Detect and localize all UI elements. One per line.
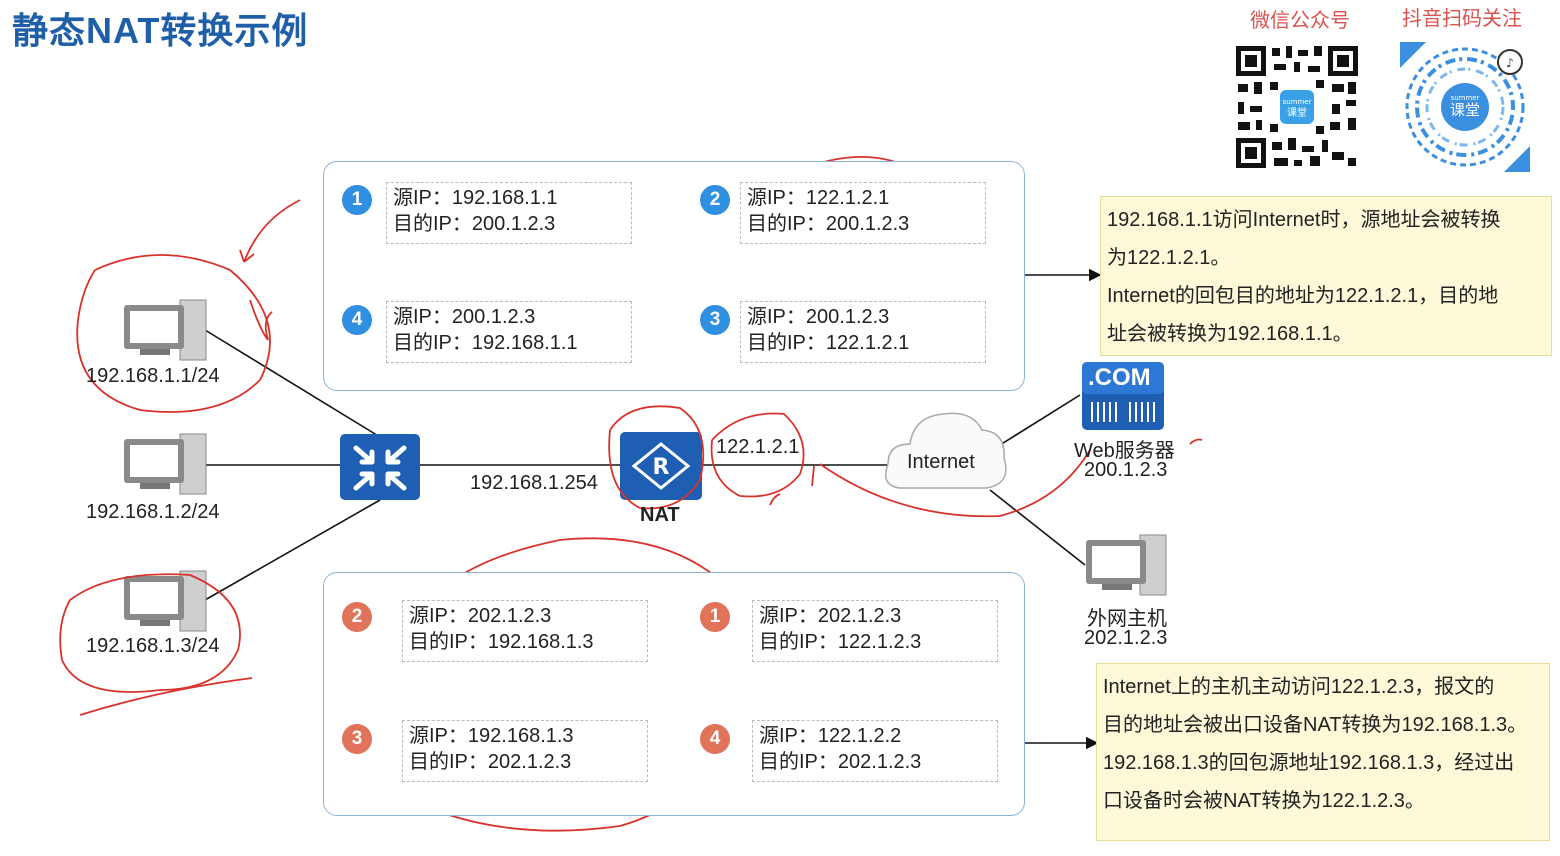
internet-label: Internet [907, 451, 975, 473]
top-explanation-note: 192.168.1.1访问Internet时，源地址会被转换 为122.1.2.… [1100, 196, 1552, 356]
pc1-ip-label: 192.168.1.1/24 [86, 365, 220, 387]
nat-public-ip-label: 122.1.2.1 [716, 436, 800, 458]
packet-dst: 目的IP：202.1.2.3 [409, 751, 572, 773]
wechat-label: 微信公众号 [1250, 10, 1350, 32]
packet-src: 源IP：200.1.2.3 [747, 306, 890, 328]
external-host-icon [1086, 534, 1167, 596]
nat-router-icon: R [620, 432, 702, 500]
svg-text:♪: ♪ [1506, 56, 1514, 70]
step-badge: 1 [342, 185, 372, 215]
switch-icon [340, 434, 420, 500]
packet-box: 源IP：202.1.2.3 目的IP：192.168.1.3 [402, 600, 648, 662]
douyin-logo-main: 课堂 [1450, 101, 1480, 119]
packet-src: 源IP：202.1.2.3 [409, 605, 552, 627]
step-badge: 2 [342, 602, 372, 632]
switch-ip-label: 192.168.1.254 [470, 472, 598, 494]
step-badge: 4 [700, 724, 730, 754]
note-line: 192.168.1.1访问Internet时，源地址会被转换 [1107, 209, 1501, 231]
web-server-label: Web服务器 [1074, 440, 1175, 462]
packet-src: 源IP：192.168.1.1 [393, 187, 558, 209]
wechat-qr-code[interactable]: summer 课堂 [1232, 42, 1362, 172]
packet-box: 源IP：200.1.2.3 目的IP：122.1.2.1 [740, 301, 986, 363]
packet-dst: 目的IP：202.1.2.3 [759, 751, 922, 773]
packet-box: 源IP：192.168.1.3 目的IP：202.1.2.3 [402, 720, 648, 782]
douyin-logo-small: summer [1451, 94, 1480, 102]
note-line: 目的地址会被出口设备NAT转换为192.168.1.3。 [1103, 714, 1528, 736]
web-server-icon [1082, 362, 1164, 430]
packet-src: 源IP：192.168.1.3 [409, 725, 574, 747]
packet-dst: 目的IP：200.1.2.3 [747, 213, 910, 235]
note-line: Internet的回包目的地址为122.1.2.1，目的地 [1107, 285, 1499, 307]
packet-src: 源IP：200.1.2.3 [393, 306, 536, 328]
nat-label: NAT [640, 504, 680, 526]
packet-dst: 目的IP：200.1.2.3 [393, 213, 556, 235]
step-badge: 1 [700, 602, 730, 632]
svg-text:R: R [653, 455, 670, 480]
packet-dst: 目的IP：192.168.1.1 [393, 332, 578, 354]
internet-cloud-icon [885, 412, 1007, 489]
wechat-logo-main: 课堂 [1287, 107, 1307, 119]
douyin-qr-icon: ♪ summer 课堂 [1400, 42, 1530, 172]
network-links [204, 268, 1102, 750]
note-line: 址会被转换为192.168.1.1。 [1107, 323, 1353, 345]
pc-icon-2 [124, 433, 207, 495]
packet-box: 源IP：122.1.2.2 目的IP：202.1.2.3 [752, 720, 998, 782]
note-line: Internet上的主机主动访问122.1.2.3，报文的 [1103, 676, 1495, 698]
bottom-explanation-note: Internet上的主机主动访问122.1.2.3，报文的 目的地址会被出口设备… [1096, 663, 1550, 841]
wechat-qr-icon: summer 课堂 [1232, 42, 1362, 172]
packet-dst: 目的IP：122.1.2.1 [747, 332, 910, 354]
douyin-label: 抖音扫码关注 [1402, 8, 1522, 30]
step-badge: 3 [700, 305, 730, 335]
pc-icon-3 [124, 570, 207, 632]
web-icon-text: .COM [1088, 364, 1151, 391]
packet-box: 源IP：202.1.2.3 目的IP：122.1.2.3 [752, 600, 998, 662]
step-badge: 3 [342, 724, 372, 754]
packet-dst: 目的IP：192.168.1.3 [409, 631, 594, 653]
wechat-logo-small: summer [1283, 98, 1312, 106]
external-host-label: 外网主机 [1087, 608, 1167, 630]
pc3-ip-label: 192.168.1.3/24 [86, 635, 220, 657]
packet-src: 源IP：202.1.2.3 [759, 605, 902, 627]
packet-dst: 目的IP：122.1.2.3 [759, 631, 922, 653]
external-host-ip-label: 202.1.2.3 [1084, 627, 1168, 649]
douyin-qr-code[interactable]: ♪ summer 课堂 [1400, 42, 1530, 172]
step-badge: 2 [700, 185, 730, 215]
step-badge: 4 [342, 305, 372, 335]
note-line: 为122.1.2.1。 [1107, 247, 1231, 269]
page-title: 静态NAT转换示例 [12, 10, 309, 51]
packet-box: 源IP：122.1.2.1 目的IP：200.1.2.3 [740, 182, 986, 244]
note-line: 192.168.1.3的回包源地址192.168.1.3，经过出 [1103, 752, 1515, 774]
packet-src: 源IP：122.1.2.2 [759, 725, 902, 747]
pc2-ip-label: 192.168.1.2/24 [86, 501, 220, 523]
packet-box: 源IP：200.1.2.3 目的IP：192.168.1.1 [386, 301, 632, 363]
web-server-ip-label: 200.1.2.3 [1084, 459, 1168, 481]
note-line: 口设备时会被NAT转换为122.1.2.3。 [1103, 790, 1425, 812]
packet-box: 源IP：192.168.1.1 目的IP：200.1.2.3 [386, 182, 632, 244]
pc-icon-1 [124, 299, 207, 361]
packet-src: 源IP：122.1.2.1 [747, 187, 890, 209]
